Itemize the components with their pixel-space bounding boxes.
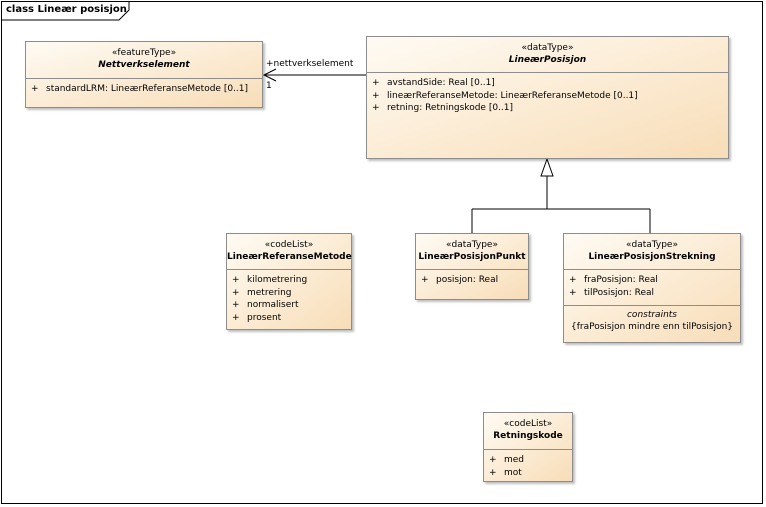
class-name: LineærPosisjonStrekning [588, 252, 716, 262]
visibility-marker: + [31, 84, 39, 94]
class-stereotype: «dataType» [521, 43, 574, 53]
constraint-text: {fraPosisjon mindre enn tilPosisjon} [570, 322, 734, 332]
class-lineaerreferansemetode[interactable]: «codeList» LineærReferanseMetode + kilom… [226, 233, 352, 330]
class-name: Retningskode [493, 431, 563, 441]
attribute-row: + fraPosisjon: Real [564, 274, 740, 287]
visibility-marker: + [232, 287, 240, 298]
attribute-text: lineærReferanseMetode: LineærReferanseMe… [387, 90, 638, 101]
attribute-row: + metrering [227, 287, 351, 300]
visibility-marker: + [372, 78, 380, 88]
visibility-marker: + [569, 275, 577, 285]
attribute-compartment: + avstandSide: Real [0..1] + lineærRefer… [367, 72, 728, 115]
attribute-text: posisjon: Real [436, 275, 499, 285]
attribute-text: metrering [247, 287, 292, 298]
class-stereotype: «featureType» [111, 48, 177, 58]
attribute-row: + posisjon: Real [416, 274, 528, 287]
diagram-title: class Lineær posisjon [6, 4, 127, 15]
class-name: LineærReferanseMetode [227, 252, 352, 262]
attribute-compartment: + standardLRM: LineærReferanseMetode [0.… [26, 78, 262, 96]
visibility-marker: + [372, 103, 380, 113]
class-name: Nettverkselement [98, 60, 190, 70]
attribute-text: kilometrering [247, 275, 308, 285]
class-stereotype: «codeList» [264, 240, 314, 250]
attribute-compartment: + kilometrering + metrering + normaliser… [227, 269, 351, 324]
class-lineaerposisjonstrekning[interactable]: «dataType» LineærPosisjonStrekning + fra… [563, 233, 741, 343]
visibility-marker: + [421, 275, 429, 285]
attribute-row: + kilometrering [227, 274, 351, 287]
attribute-row: + med [484, 454, 572, 467]
class-name: LineærPosisjonPunkt [418, 252, 526, 262]
class-stereotype: «codeList» [503, 419, 553, 429]
visibility-marker: + [232, 275, 240, 285]
class-lineaerposisjonpunkt[interactable]: «dataType» LineærPosisjonPunkt + posisjo… [415, 233, 529, 300]
class-stereotype: «dataType» [446, 240, 498, 250]
attribute-compartment: + posisjon: Real [416, 269, 528, 287]
association-role-label: +nettverkselement [266, 59, 354, 69]
attribute-text: med [504, 455, 525, 465]
class-nettverkselement[interactable]: «featureType» Nettverkselement + standar… [25, 41, 263, 108]
attribute-text: prosent [247, 312, 282, 323]
visibility-marker: + [232, 312, 240, 323]
generalization-triangle [540, 157, 554, 177]
attribute-compartment: + med + mot [484, 449, 572, 479]
attribute-text: tilPosisjon: Real [584, 287, 655, 298]
class-lineaerposisjon[interactable]: «dataType» LineærPosisjon + avstandSide:… [366, 36, 729, 159]
attribute-row: + retning: Retningskode [0..1] [367, 102, 728, 115]
class-header: «dataType» LineærPosisjonStrekning [564, 234, 740, 263]
class-header: «codeList» LineærReferanseMetode [227, 234, 352, 263]
attribute-row: + avstandSide: Real [0..1] [367, 77, 728, 90]
class-header: «dataType» LineærPosisjonPunkt [416, 234, 528, 263]
constraints-title: constraints [626, 310, 677, 320]
attribute-compartment: + fraPosisjon: Real + tilPosisjon: Real [564, 269, 740, 299]
attribute-text: avstandSide: Real [0..1] [387, 78, 495, 88]
visibility-marker: + [489, 455, 497, 465]
attribute-text: normalisert [247, 300, 299, 310]
visibility-marker: + [569, 287, 577, 298]
class-header: «featureType» Nettverkselement [26, 42, 262, 71]
attribute-row: + tilPosisjon: Real [564, 287, 740, 300]
visibility-marker: + [232, 300, 240, 310]
class-header: «codeList» Retningskode [484, 413, 572, 442]
class-name: LineærPosisjon [508, 55, 587, 65]
class-stereotype: «dataType» [626, 240, 678, 250]
attribute-text: retning: Retningskode [0..1] [387, 103, 514, 113]
frame-name-tab [1, 1, 130, 21]
attribute-row: + normalisert [227, 299, 351, 312]
constraint-compartment: constraints {fraPosisjon mindre enn tilP… [564, 305, 740, 333]
attribute-row: + mot [484, 467, 572, 480]
attribute-row: + prosent [227, 312, 351, 325]
attribute-row: + standardLRM: LineærReferanseMetode [0.… [26, 83, 262, 96]
class-header: «dataType» LineærPosisjon [367, 37, 728, 66]
association-multiplicity-label: 1 [266, 81, 272, 91]
visibility-marker: + [489, 467, 497, 478]
visibility-marker: + [372, 90, 380, 101]
association-arrowhead [262, 68, 277, 82]
attribute-text: standardLRM: LineærReferanseMetode [0..1… [46, 84, 249, 94]
attribute-text: fraPosisjon: Real [584, 275, 658, 285]
attribute-row: + lineærReferanseMetode: LineærReferanse… [367, 90, 728, 103]
attribute-text: mot [504, 467, 522, 478]
class-retningskode[interactable]: «codeList» Retningskode + med + mot [483, 412, 573, 482]
